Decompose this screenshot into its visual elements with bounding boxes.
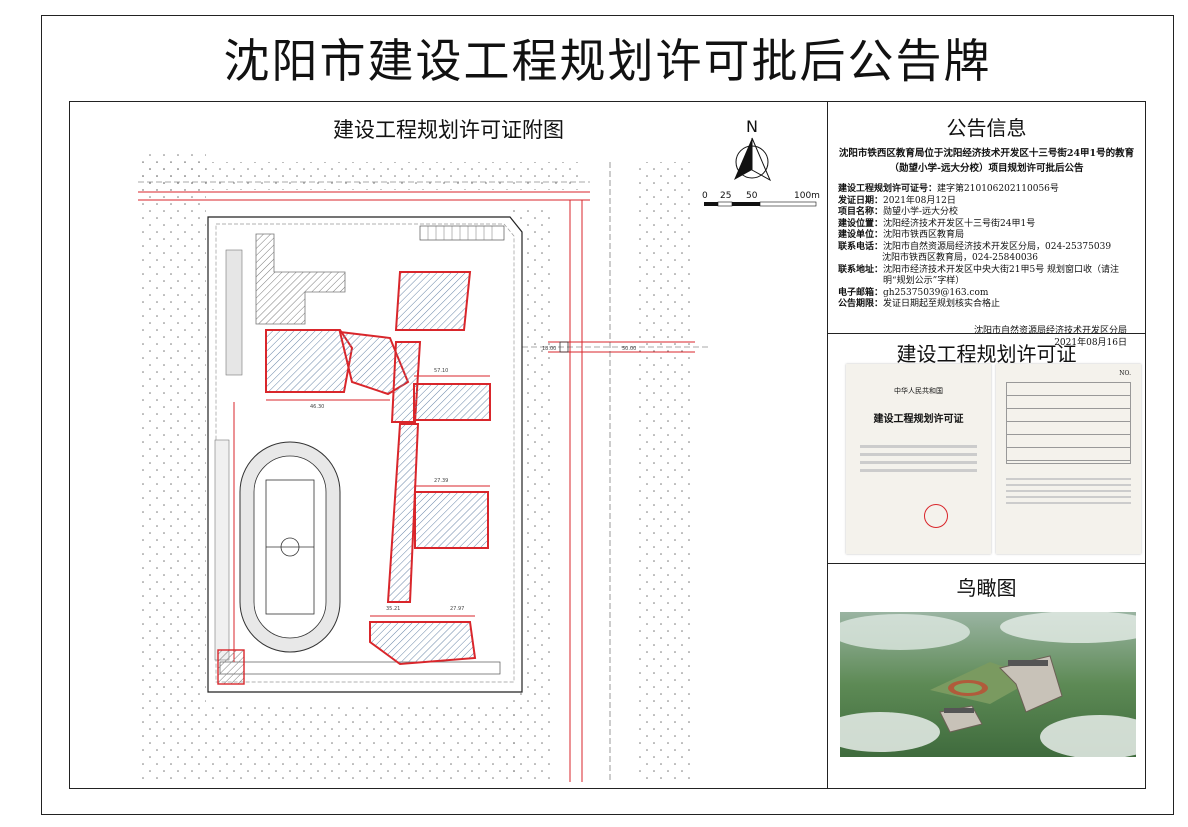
info-row-builder: 建设单位：沈阳市铁西区教育局 bbox=[838, 230, 965, 240]
running-track bbox=[239, 441, 341, 653]
scale-label-25: 25 bbox=[720, 191, 731, 201]
plan-annotations: 46.30 57.10 27.39 35.21 27.97 50.00 18.0… bbox=[310, 346, 636, 612]
svg-text:27.97: 27.97 bbox=[450, 606, 464, 612]
info-row-address: 联系地址：沈阳市经济技术开发区中央大街21甲5号 规划窗口收（请注明“规划公示”… bbox=[838, 264, 1120, 287]
aerial-view-image bbox=[840, 612, 1136, 757]
info-row-term: 公告期限：发证日期起至规划核实合格止 bbox=[838, 299, 1001, 309]
green-belt-west bbox=[138, 152, 206, 782]
road-centerlines bbox=[138, 162, 710, 782]
aerial-title: 鸟瞰图 bbox=[956, 576, 1017, 600]
site-plan-title: 建设工程规划许可证附图 bbox=[333, 118, 564, 142]
site-plan-drawing: 46.30 57.10 27.39 35.21 27.97 50.00 18.0… bbox=[138, 117, 820, 782]
board-title: 沈阳市建设工程规划许可批后公告牌 bbox=[223, 34, 992, 88]
svg-text:35.21: 35.21 bbox=[386, 606, 400, 612]
road-marker bbox=[559, 341, 569, 353]
aerial-panel: 鸟瞰图 bbox=[828, 564, 1145, 790]
notice-title: 公告信息 bbox=[946, 116, 1027, 140]
notice-board: 沈阳市建设工程规划许可批后公告牌 建设工程规划许可证附图 bbox=[41, 15, 1174, 815]
existing-west-block bbox=[225, 249, 243, 376]
cert-country: 中华人民共和国 bbox=[894, 387, 943, 395]
info-row-location: 建设位置：沈阳经济技术开发区十三号街24甲1号 bbox=[838, 218, 1036, 229]
notice-panel: 公告信息 沈阳市铁西区教育局位于沈阳经济技术开发区十三号街24甲1号的教育（勋望… bbox=[828, 102, 1145, 348]
scale-bar bbox=[704, 201, 817, 207]
svg-text:46.30: 46.30 bbox=[310, 404, 324, 410]
info-row-phone: 联系电话：沈阳市自然资源局经济技术开发区分局，024-25375039 bbox=[838, 241, 1112, 252]
info-row-phone-2: 沈阳市铁西区教育局，024-25840036 bbox=[882, 253, 1039, 263]
green-belt-south bbox=[206, 702, 516, 782]
permit-certificate-front: 中华人民共和国 建设工程规划许可证 bbox=[846, 364, 991, 554]
site-plan-panel: 建设工程规划许可证附图 bbox=[70, 102, 828, 788]
permit-title: 建设工程规划许可证 bbox=[896, 342, 1077, 366]
cert-seal-icon bbox=[924, 504, 948, 528]
right-column: 公告信息 沈阳市铁西区教育局位于沈阳经济技术开发区十三号街24甲1号的教育（勋望… bbox=[828, 102, 1145, 788]
proposed-buildings bbox=[265, 271, 491, 666]
scale-label-50: 50 bbox=[746, 191, 758, 201]
notice-info: 建设工程规划许可证号：建字第210106202110056号 发证日期：2021… bbox=[838, 184, 1135, 311]
svg-text:18.00: 18.00 bbox=[542, 346, 556, 352]
parking-north bbox=[419, 225, 505, 241]
notice-date: 2021年08月16日 bbox=[1054, 337, 1127, 348]
north-label: N bbox=[746, 117, 758, 136]
info-row-project-name: 项目名称：勋望小学-远大分校 bbox=[838, 207, 959, 217]
notice-header: 沈阳市铁西区教育局位于沈阳经济技术开发区十三号街24甲1号的教育（勋望小学-远大… bbox=[838, 148, 1135, 174]
svg-text:50.00: 50.00 bbox=[622, 346, 636, 352]
cert-no-label: NO. bbox=[1119, 370, 1131, 377]
notice-signer: 沈阳市自然资源局经济技术开发区分局 bbox=[973, 325, 1127, 336]
cert-table bbox=[1006, 382, 1131, 464]
board-content: 建设工程规划许可证附图 bbox=[69, 101, 1146, 789]
svg-text:57.10: 57.10 bbox=[434, 368, 448, 374]
road-lines bbox=[138, 191, 695, 782]
north-arrow-icon bbox=[734, 137, 772, 182]
scale-label-100: 100m bbox=[794, 191, 820, 201]
info-row-email: 电子邮箱：gh25375039@163.com bbox=[838, 287, 989, 298]
permit-certificate-back: NO. bbox=[996, 364, 1141, 554]
dimension-lines bbox=[233, 375, 490, 662]
svg-text:27.39: 27.39 bbox=[434, 478, 448, 484]
west-strip bbox=[214, 439, 230, 661]
info-row-issue-date: 发证日期：2021年08月12日 bbox=[838, 195, 956, 206]
gate-building bbox=[217, 649, 245, 685]
cert-name: 建设工程规划许可证 bbox=[873, 414, 964, 425]
info-row-permit-no: 建设工程规划许可证号：建字第210106202110056号 bbox=[838, 184, 1059, 194]
green-belt-north bbox=[138, 162, 583, 190]
green-belt-far-east bbox=[635, 162, 695, 782]
permit-panel: 建设工程规划许可证 中华人民共和国 建设工程规划许可证 NO. bbox=[828, 334, 1145, 564]
scale-label-0: 0 bbox=[702, 191, 708, 201]
existing-building bbox=[255, 233, 346, 325]
